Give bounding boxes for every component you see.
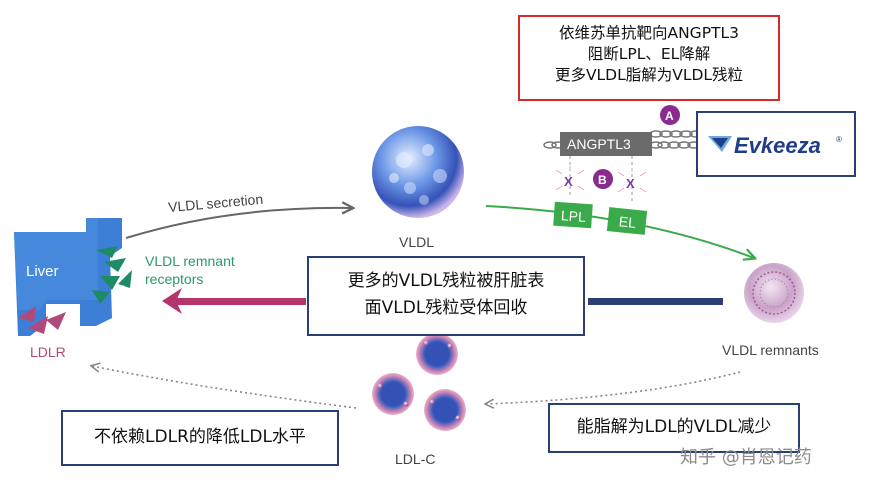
svg-text:A: A [665, 109, 674, 123]
evkeeza-trademark: ® [836, 135, 842, 144]
remnant-uptake-arrowhead [162, 288, 182, 314]
liver-illustration: Liver [14, 218, 122, 336]
marker-a-icon: A [660, 105, 680, 125]
block-mark-el-icon: X [617, 168, 647, 193]
ldlr-label: LDLR [30, 344, 66, 360]
vldl-label: VLDL [399, 234, 434, 250]
marker-b-icon: B [593, 169, 613, 189]
svg-text:X: X [626, 176, 635, 191]
remnant-uptake-callout: 更多的VLDL残粒被肝脏表 面VLDL残粒受体回收 [307, 256, 585, 336]
vldl-remnant-receptors-label-2: receptors [145, 271, 203, 287]
vldl-remnant-particle-icon [744, 263, 804, 323]
lpl-label: LPL [560, 207, 586, 225]
block-mark-lpl-icon: X [555, 166, 585, 191]
ldl-to-ldlr-arrow [92, 366, 357, 409]
ldl-c-label: LDL-C [395, 451, 435, 467]
vldl-particle-icon [372, 126, 464, 218]
remnant-uptake-arrow-shaft [176, 298, 306, 305]
remnant-to-ldl-arrow [486, 371, 741, 404]
vldl-secretion-arrow [125, 208, 352, 239]
ldlr-independent-callout: 不依赖LDLR的降低LDL水平 [61, 410, 339, 466]
angptl3-label: ANGPTL3 [567, 136, 631, 152]
liver-label: Liver [26, 263, 59, 280]
ldlr-receptors-icon [18, 306, 66, 334]
svg-text:B: B [598, 173, 607, 187]
vldl-secretion-label: VLDL secretion [167, 191, 263, 215]
angptl3-box [560, 132, 652, 156]
remnant-uptake-line-1: 更多的VLDL残粒被肝脏表 [347, 271, 545, 291]
ldlr-independent-line-1: 不依赖LDLR的降低LDL水平 [94, 427, 306, 447]
evkeeza-action-line-1: 依维苏单抗靶向ANGPTL3 [558, 24, 740, 42]
remnant-uptake-bar [588, 298, 723, 305]
evkeeza-action-line-2: 阻断LPL、EL降解 [587, 44, 711, 63]
el-label: EL [618, 213, 637, 231]
watermark-text: 知乎 @肖恩记药 [680, 447, 812, 468]
less-vldl-to-ldl-callout: 能脂解为LDL的VLDL减少 [548, 403, 800, 453]
evkeeza-brand-text: Evkeeza [734, 133, 821, 158]
less-vldl-to-ldl-line-1: 能脂解为LDL的VLDL减少 [576, 417, 772, 437]
lpl-tag [553, 201, 593, 229]
ldl-particles-icon [372, 333, 466, 431]
evkeeza-action-callout: 依维苏单抗靶向ANGPTL3 阻断LPL、EL降解 更多VLDL脂解为VLDL残… [518, 15, 780, 101]
vldl-remnant-receptors-label-1: VLDL remnant [145, 253, 235, 269]
remnant-uptake-line-2: 面VLDL残粒受体回收 [364, 298, 528, 319]
evkeeza-action-line-3: 更多VLDL脂解为VLDL残粒 [554, 65, 744, 84]
vldl-remnants-label: VLDL remnants [722, 342, 819, 358]
el-tag [606, 207, 648, 235]
remnant-receptors-icon [92, 246, 132, 304]
evkeeza-logo: Evkeeza ® [696, 111, 856, 177]
svg-text:X: X [564, 174, 573, 189]
